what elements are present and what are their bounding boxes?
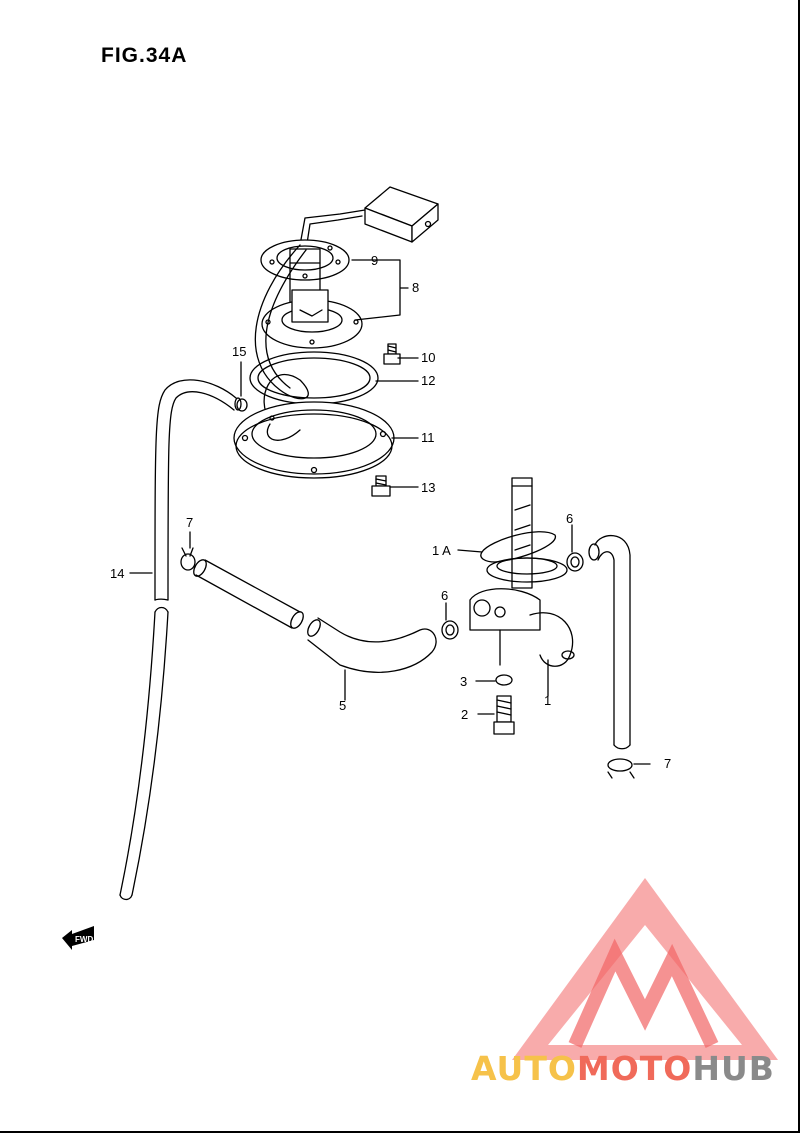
gasket-12 — [249, 351, 379, 405]
callout-1: 1 — [544, 693, 551, 708]
bolt-10 — [383, 343, 401, 365]
callout-13: 13 — [421, 480, 435, 495]
callout-8: 8 — [412, 280, 419, 295]
callout-6-left: 6 — [441, 588, 448, 603]
callout-6-right: 6 — [566, 511, 573, 526]
clip-7-upper — [180, 547, 196, 571]
callout-9: 9 — [371, 253, 378, 268]
callout-10: 10 — [421, 350, 435, 365]
callout-3: 3 — [460, 674, 467, 689]
bolt-13 — [371, 475, 391, 497]
mounting-ring-11 — [233, 401, 395, 479]
figure-title: FIG.34A — [101, 44, 188, 67]
callout-12: 12 — [421, 373, 435, 388]
callout-7-upper: 7 — [186, 515, 193, 530]
hose-5 — [193, 559, 437, 673]
hose-14 — [119, 379, 242, 901]
fuel-pump-flange-9 — [260, 239, 350, 313]
bolt-2 — [493, 695, 515, 735]
callout-5: 5 — [339, 698, 346, 713]
watermark-logo-icon — [512, 878, 778, 1060]
clip-6-right — [566, 552, 584, 572]
watermark-part-hub: HUB — [692, 1049, 775, 1088]
callout-7-lower: 7 — [664, 756, 671, 771]
callout-15: 15 — [232, 344, 246, 359]
fwd-label: FWD — [75, 935, 93, 944]
callout-14: 14 — [110, 566, 124, 581]
sensor-unit — [299, 186, 439, 251]
callout-11: 11 — [421, 430, 435, 445]
callout-1a: 1 A — [432, 543, 451, 558]
hose-right — [588, 534, 631, 750]
clip-7-lower — [607, 758, 635, 779]
o-ring-1a — [480, 531, 556, 563]
clip-6-left — [441, 620, 459, 640]
clip-15 — [236, 398, 248, 412]
fuel-cock-1 — [469, 477, 575, 667]
watermark-part-moto: MOTO — [576, 1049, 693, 1088]
fuel-pump-plate-8 — [261, 289, 363, 349]
washer-3 — [495, 674, 513, 686]
fwd-arrow-icon — [62, 926, 94, 950]
watermark-part-auto: AUTO — [471, 1049, 577, 1088]
callout-2: 2 — [461, 707, 468, 722]
watermark-text: AUTOMOTOHUB — [471, 1049, 775, 1088]
